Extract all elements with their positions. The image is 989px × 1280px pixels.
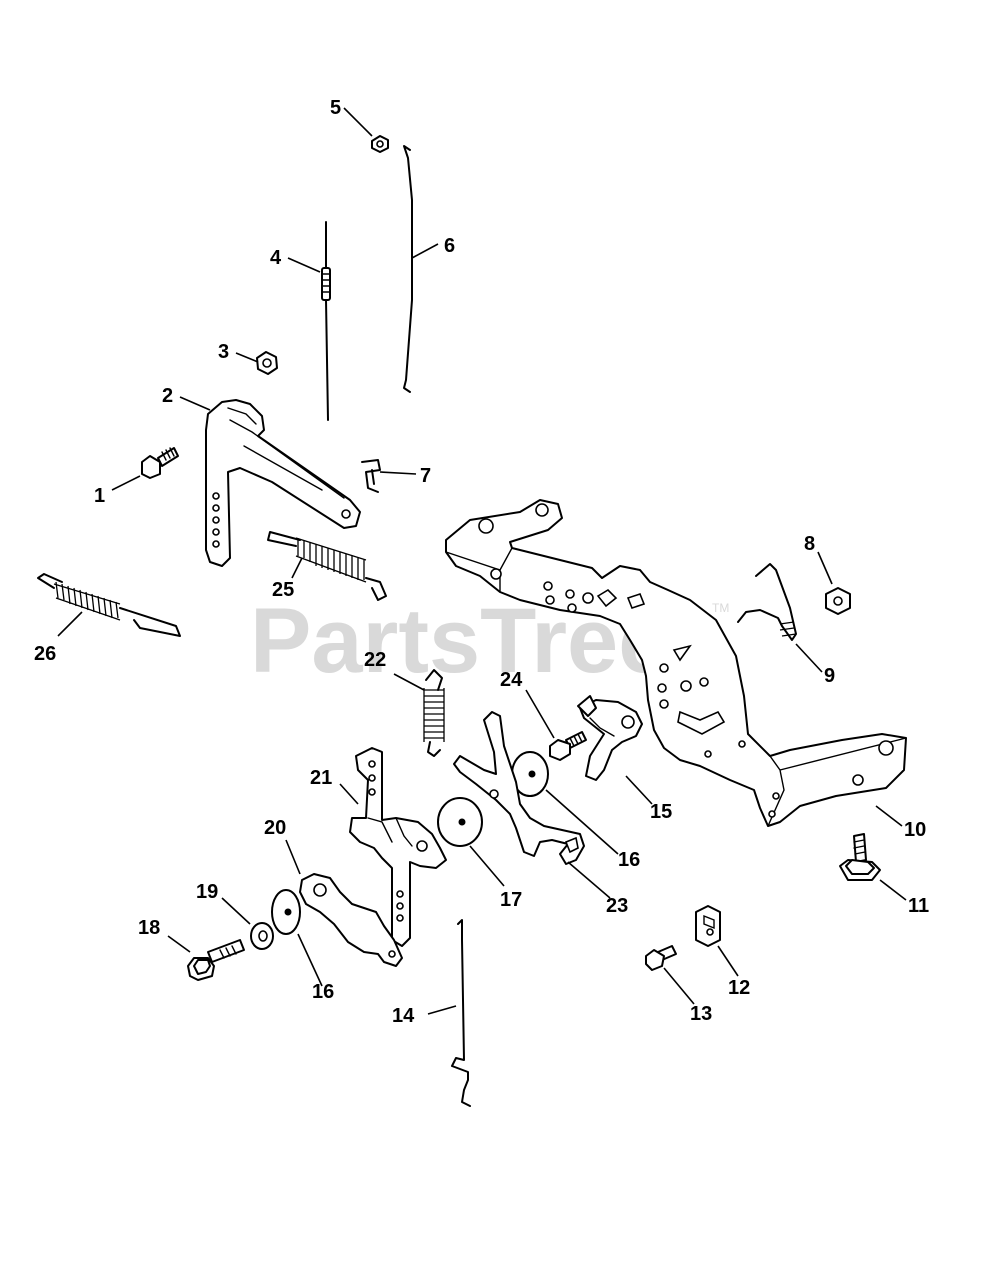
part-19-small-washer[interactable] [250,922,274,950]
part-10-mounting-bracket[interactable] [445,499,907,827]
callout-22: 22 [364,649,386,671]
callout-18: 18 [138,917,160,939]
callout-9: 9 [824,665,835,687]
part-3-hex-nut[interactable] [256,351,278,375]
part-16-washer-lower[interactable] [271,889,301,935]
part-13-screw[interactable] [645,945,677,971]
part-14-rod[interactable] [451,919,471,1107]
part-11-flange-bolt[interactable] [839,833,881,881]
part-26-spring[interactable] [37,573,181,637]
part-1-bolt[interactable] [141,447,179,479]
callout-23: 23 [606,895,628,917]
callout-17: 17 [500,889,522,911]
part-9-wire-spring[interactable] [737,563,797,641]
part-22-spring[interactable] [423,669,445,757]
callout-12: 12 [728,977,750,999]
callout-8: 8 [804,533,815,555]
callout-3: 3 [218,341,229,363]
part-2-control-lever[interactable] [205,399,361,567]
callout-13: 13 [690,1003,712,1025]
leader-lines [57,107,907,1015]
part-8-hex-nut[interactable] [825,587,851,615]
callout-15: 15 [650,801,672,823]
part-25-spring[interactable] [267,531,387,601]
callout-14: 14 [392,1005,415,1027]
part-7-clip[interactable] [361,459,381,493]
part-12-clip-block[interactable] [695,905,721,947]
callout-25: 25 [272,579,294,601]
part-17-washer[interactable] [437,797,483,847]
part-24-flange-bolt[interactable] [549,731,587,761]
callout-10: 10 [904,819,926,841]
callout-19: 19 [196,881,218,903]
part-5-nut[interactable] [371,135,389,153]
callout-6: 6 [444,235,455,257]
callout-20: 20 [264,817,286,839]
callout-21: 21 [310,767,332,789]
watermark-trademark: TM [712,601,729,615]
callout-26: 26 [34,643,56,665]
part-21-control-bracket[interactable] [349,747,447,947]
callout-2: 2 [162,385,173,407]
part-18-flange-bolt[interactable] [187,939,245,981]
part-6-rod[interactable] [403,145,413,393]
callout-5: 5 [330,97,341,119]
callout-4: 4 [270,247,282,269]
part-20-throttle-plate[interactable] [299,873,403,967]
callouts: 1 2 3 4 5 6 7 8 9 10 11 12 13 14 15 16 1… [34,97,929,1027]
part-23-lever-arm[interactable] [453,711,585,865]
callout-24: 24 [500,669,523,691]
callout-16-upper: 16 [618,849,640,871]
callout-1: 1 [94,485,105,507]
callout-11: 11 [908,895,929,917]
part-15-lever-plate[interactable] [577,695,643,781]
callout-7: 7 [420,465,431,487]
part-4-linkage-rod[interactable] [321,221,331,421]
callout-16-lower: 16 [312,981,334,1003]
